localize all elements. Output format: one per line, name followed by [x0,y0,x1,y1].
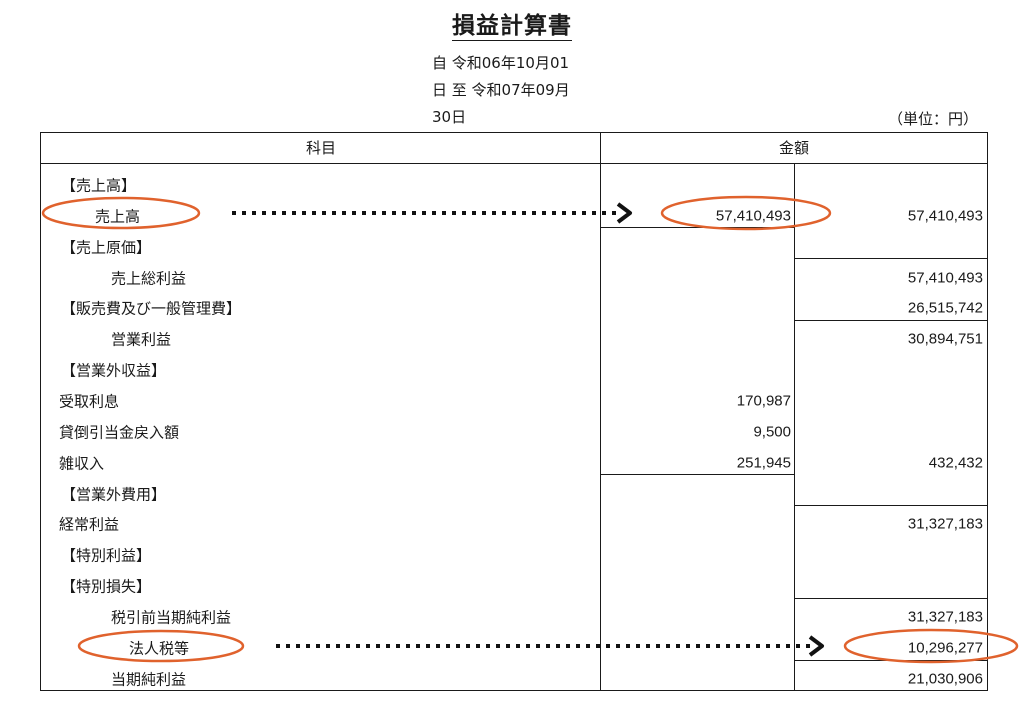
row-label: 法人税等 [129,639,190,658]
row-label: 【売上高】 [61,176,137,195]
row-amount-inner: 57,410,493 [715,207,791,225]
row-amount-outer: 31,327,183 [907,515,983,533]
row-label: 【売上原価】 [61,238,152,257]
rule-outer-net [794,660,987,661]
rule-outer-gross [794,258,987,259]
rule-inner-sales [600,227,795,228]
income-statement-table: 科目 金額 【売上高】売上高 57,410,493 57,410,493 【売上原価】… [40,132,988,691]
rule-outer-operating [794,320,987,321]
row-amount-outer: 57,410,493 [907,207,983,225]
row-amount-outer: 21,030,906 [907,670,983,688]
row-label: 受取利息 [59,392,120,411]
row-label: 【特別損失】 [61,577,152,596]
row-amount-inner: 251,945 [736,454,791,472]
row-amount-inner: 170,987 [736,392,791,410]
rule-outer-pretax [794,598,987,599]
row-amount-outer: 31,327,183 [907,608,983,626]
header-item: 科目 [41,133,601,164]
row-label: 【営業外収益】 [61,361,167,380]
column-divider-inner [794,164,795,690]
row-label: 売上高 [95,207,141,226]
row-amount-inner: 9,500 [753,423,791,441]
row-label: 営業利益 [111,330,172,349]
row-label: 【販売費及び一般管理費】 [61,299,242,318]
row-label: 税引前当期純利益 [111,608,232,627]
row-amount-outer: 26,515,742 [907,299,983,317]
period-line-1: 自 令和06年10月01 [432,54,570,72]
row-label: 当期純利益 [111,670,187,689]
row-label: 経常利益 [59,515,120,534]
rule-outer-ordinary [794,505,987,506]
row-label: 【特別利益】 [61,546,152,565]
period-line-3: 30日 [432,108,467,126]
row-amount-outer: 10,296,277 [907,639,983,657]
row-label: 雑収入 [59,454,105,473]
row-amount-outer: 432,432 [928,454,983,472]
document-title: 損益計算書 [452,13,572,41]
period-line-2: 日 至 令和07年09月 [432,81,570,99]
row-label: 【営業外費用】 [61,485,167,503]
unit-label: （単位：円） [888,110,979,128]
row-label: 売上総利益 [111,269,187,288]
rule-inner-nonop [600,474,795,475]
row-amount-outer: 57,410,493 [907,269,983,287]
column-divider-main [600,133,601,690]
row-amount-outer: 30,894,751 [907,330,983,348]
row-label: 貸倒引当金戻入額 [59,423,180,442]
header-amount: 金額 [601,133,987,164]
